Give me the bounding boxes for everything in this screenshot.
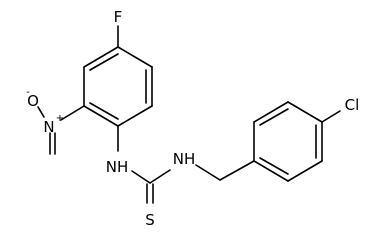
nitro-bond	[60, 105, 85, 121]
sulfur-label: S	[145, 211, 155, 229]
nh-carbon-bond-right	[149, 169, 171, 184]
ring-b-bond-3	[287, 101, 323, 123]
ring-b-bond-5	[287, 160, 323, 182]
nh-methylene-bond	[195, 164, 221, 181]
ring-a-bond-4	[83, 105, 119, 127]
nitro-oxygen-bond	[37, 106, 45, 118]
ring-a-bond-1	[117, 46, 153, 68]
amine-right-label: NH	[173, 150, 196, 168]
ring-a-bond-6	[83, 46, 119, 68]
nitro-oxygen-label: O	[27, 92, 39, 110]
nitro-nitrogen-charge: +	[56, 113, 64, 124]
fluoronitrophenyl-ring	[83, 46, 153, 127]
fluorine-label: F	[114, 8, 123, 26]
chlorine-label: Cl	[345, 96, 360, 114]
ring-b-bond-2	[253, 101, 289, 123]
methylene-aryl-bond	[219, 160, 255, 181]
chlorophenyl-ring	[253, 101, 323, 182]
ring-a-bond-6-inner	[89, 53, 119, 71]
nh-carbon-bond-left	[131, 170, 151, 184]
ring-b-bond-2-inner	[259, 108, 289, 126]
nitro-nitrogen-label: N	[43, 118, 54, 136]
ring-b-bond-6-inner	[259, 157, 289, 175]
chlorine-bond	[321, 110, 341, 123]
ring-a-bond-3	[117, 105, 153, 127]
amine-left-label: NH	[106, 158, 129, 176]
nitro-oxygen-charge: -	[26, 87, 30, 98]
ring-a-bond-4-inner	[89, 102, 119, 120]
ring-b-bond-6	[253, 160, 289, 182]
